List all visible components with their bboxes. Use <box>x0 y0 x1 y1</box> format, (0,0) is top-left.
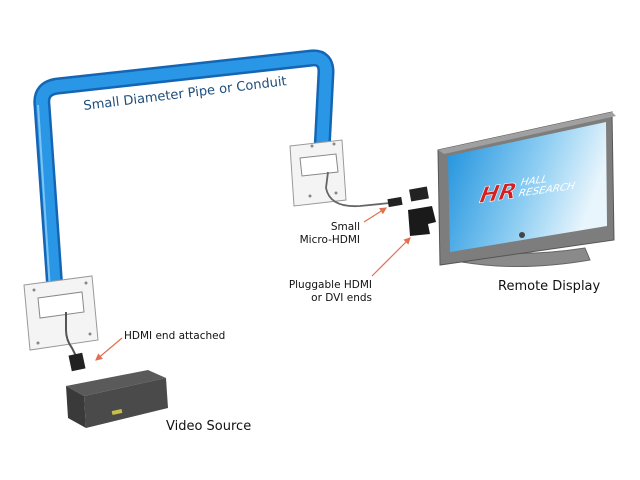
remote-display-label: Remote Display <box>498 279 601 294</box>
svg-text:HALL: HALL <box>520 173 549 188</box>
wall-plate-left <box>23 275 99 372</box>
micro-hdmi-label-line2: Micro-HDMI <box>300 234 360 246</box>
pluggable-label-line1: Pluggable HDMI <box>289 279 372 291</box>
display-screen <box>448 122 607 252</box>
arrow-pluggable-ends <box>371 237 411 277</box>
svg-text:HR: HR <box>478 179 519 209</box>
video-source-label: Video Source <box>166 419 251 434</box>
arrow-micro-hdmi <box>363 207 388 223</box>
conduit-pipe <box>33 49 335 291</box>
micro-hdmi-label-line1: Small <box>331 221 360 233</box>
hdmi-end <box>409 186 429 202</box>
wall-plate-right <box>289 139 436 236</box>
pluggable-label-line2: or DVI ends <box>311 292 372 304</box>
video-source-box <box>66 370 168 428</box>
remote-display-monitor: HR HALL RESEARCH <box>437 111 616 268</box>
micro-hdmi-connector <box>387 196 403 208</box>
hdmi-connector <box>68 352 86 372</box>
arrow-hdmi-end <box>95 337 123 361</box>
dvi-end <box>408 206 436 236</box>
hdmi-end-label: HDMI end attached <box>124 330 225 342</box>
